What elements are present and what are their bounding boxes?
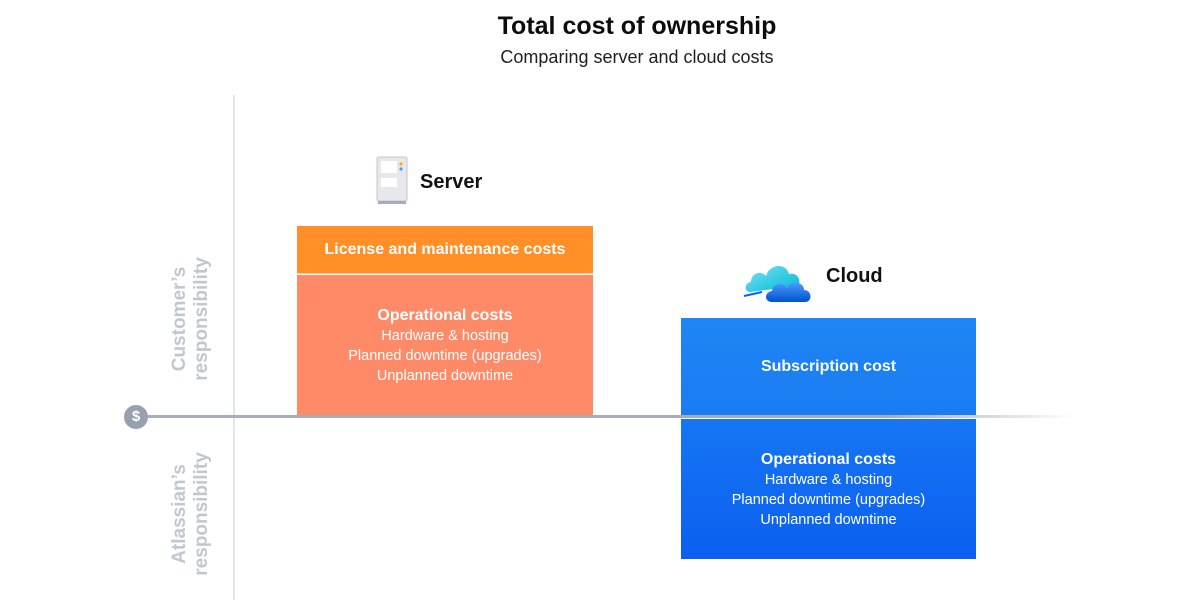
atlassian-responsibility-label: Atlassian’s responsibility [169,414,213,614]
server-operational-costs-box: Operational costs Hardware & hosting Pla… [297,275,593,415]
server-ops-item: Unplanned downtime [376,367,514,384]
server-ops-item: Hardware & hosting [381,327,509,344]
license-maintenance-box: License and maintenance costs [297,226,593,274]
diagram-title: Total cost of ownership [497,12,777,40]
customer-label-line1: Customer’s [169,266,190,372]
cloud-icon [743,265,811,302]
cloud-ops-item: Unplanned downtime [760,511,897,528]
cloud-ops-title: Operational costs [760,450,897,468]
server-label: Server [420,171,483,193]
server-ops-item: Planned downtime (upgrades) [348,347,542,364]
customer-label-line2: responsibility [191,257,212,381]
cloud-operational-costs-box: Operational costs Hardware & hosting Pla… [681,419,976,559]
cloud-label: Cloud [826,265,883,287]
dollar-icon: $ [124,405,148,429]
vertical-axis [233,95,235,600]
subscription-cost-box: Subscription cost [681,318,976,415]
diagram-subtitle: Comparing server and cloud costs [500,47,774,67]
horizontal-axis [136,415,1076,418]
server-icon [376,156,408,204]
atlassian-label-line2: responsibility [191,452,212,576]
cloud-ops-item: Hardware & hosting [764,471,893,488]
server-ops-title: Operational costs [377,306,513,324]
cloud-ops-item: Planned downtime (upgrades) [731,491,926,508]
customer-responsibility-label: Customer’s responsibility [169,219,213,419]
atlassian-label-line1: Atlassian’s [169,464,190,564]
